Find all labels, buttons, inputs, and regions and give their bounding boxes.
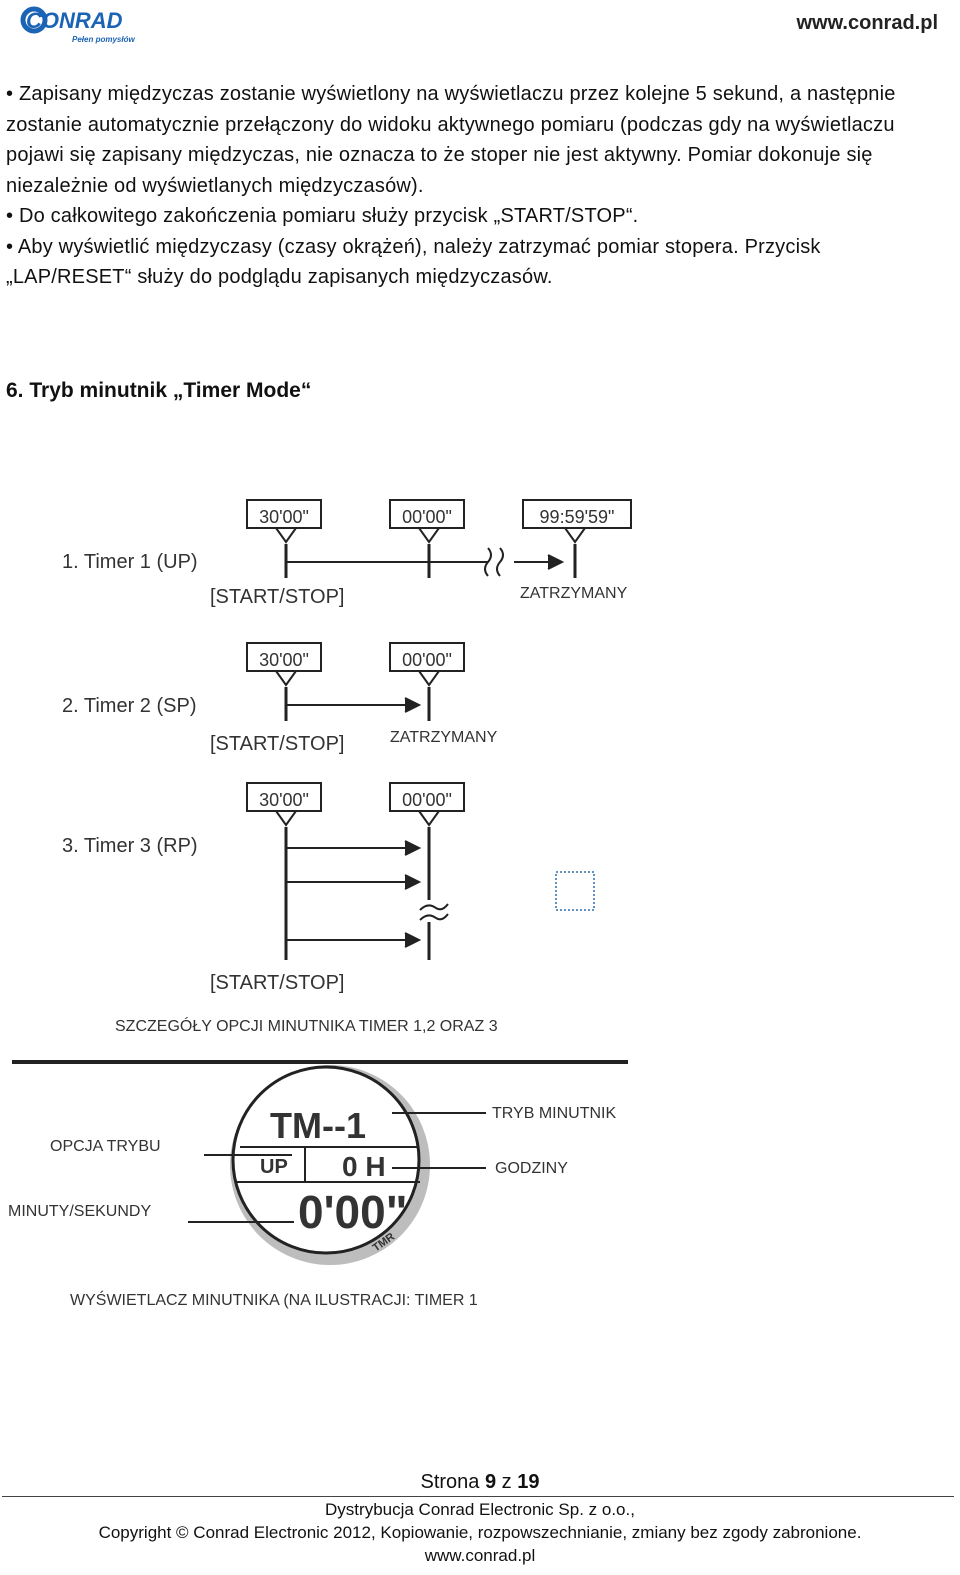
conrad-logo: CONRAD Pełen pomysłów (20, 6, 135, 44)
body-text: • Zapisany międzyczas zostanie wyświetlo… (6, 79, 941, 293)
lcd-display (230, 1065, 430, 1265)
timer3-box-a-text: 30'00" (259, 790, 309, 810)
timer1-box-b-text: 00'00" (402, 507, 452, 527)
lcd-option: UP (260, 1156, 288, 1178)
label-option: OPCJA TRYBU (50, 1138, 161, 1155)
page-current: 9 (484, 1471, 497, 1493)
footer-rule (2, 1496, 954, 1497)
timer1-label: 1. Timer 1 (UP) (62, 551, 198, 573)
label-minutes-seconds: MINUTY/SEKUNDY (8, 1203, 151, 1220)
timer1-row (246, 499, 632, 578)
timer1-box-a (246, 499, 322, 529)
timer2-stopped-label: ZATRZYMANY (390, 729, 498, 746)
footer-copyright: Copyright © Conrad Electronic 2012, Kopi… (98, 1523, 862, 1542)
paragraph-view-laps: • Aby wyświetlić międzyczasy (czasy okrą… (6, 235, 821, 289)
timer2-row (246, 642, 465, 721)
lcd-hours: 0 H (342, 1151, 386, 1182)
timer1-box-c-text: 99:59'59" (540, 507, 615, 527)
section-title: 6. Tryb minutnik „Timer Mode“ (6, 379, 312, 402)
paragraph-lap-display: • Zapisany międzyczas zostanie wyświetlo… (6, 83, 896, 197)
footer-distribution: Dystrybucja Conrad Electronic Sp. z o.o.… (325, 1500, 635, 1519)
timer1-box-a-text: 30'00" (259, 507, 309, 527)
timer3-label: 3. Timer 3 (RP) (62, 835, 198, 857)
timer3-row (246, 782, 465, 960)
logo-tagline: Pełen pomysłów (72, 35, 135, 44)
timer1-box-c (522, 499, 632, 529)
timer3-button-label: [START/STOP] (210, 972, 344, 994)
paragraph-stop: • Do całkowitego zakończenia pomiaru słu… (6, 205, 639, 227)
timer-mode-diagram: 1. Timer 1 (UP) 30'00" 00'00" 99:59'59" … (8, 499, 632, 1309)
footer-url: www.conrad.pl (424, 1546, 536, 1565)
timer1-button-label: [START/STOP] (210, 586, 344, 608)
site-url: www.conrad.pl (796, 12, 939, 34)
timer2-box-a-text: 30'00" (259, 650, 309, 670)
timer3-box-b (389, 782, 465, 812)
timer2-box-b (389, 642, 465, 672)
timer3-break-mark (419, 903, 449, 911)
timer2-box-a (246, 642, 322, 672)
page-total: 19 (517, 1471, 540, 1493)
timer2-button-label: [START/STOP] (210, 733, 344, 755)
timers-caption: SZCZEGÓŁY OPCJI MINUTNIKA TIMER 1,2 ORAZ… (115, 1016, 498, 1035)
timer1-break-mark (484, 547, 492, 577)
logo-wordmark: CONRAD (26, 8, 123, 33)
timer1-stopped-label: ZATRZYMANY (520, 585, 628, 602)
timer3-box-a (246, 782, 322, 812)
timer3-box-b-text: 00'00" (402, 790, 452, 810)
display-caption: WYŚWIETLACZ MINUTNIKA (NA ILUSTRACJI: TI… (70, 1290, 478, 1309)
label-hours: GODZINY (495, 1160, 568, 1177)
timer2-label: 2. Timer 2 (SP) (62, 695, 196, 717)
page-number: Strona 9 z 19 (420, 1471, 540, 1493)
timer1-box-b (389, 499, 465, 529)
selection-placeholder (555, 871, 595, 911)
lcd-time: 0'00" (298, 1186, 408, 1238)
label-timer-mode: TRYB MINUTNIK (492, 1105, 616, 1122)
lcd-mode-line: TM--1 (270, 1105, 366, 1146)
display-leader-lines (188, 1112, 486, 1223)
timer2-box-b-text: 00'00" (402, 650, 452, 670)
